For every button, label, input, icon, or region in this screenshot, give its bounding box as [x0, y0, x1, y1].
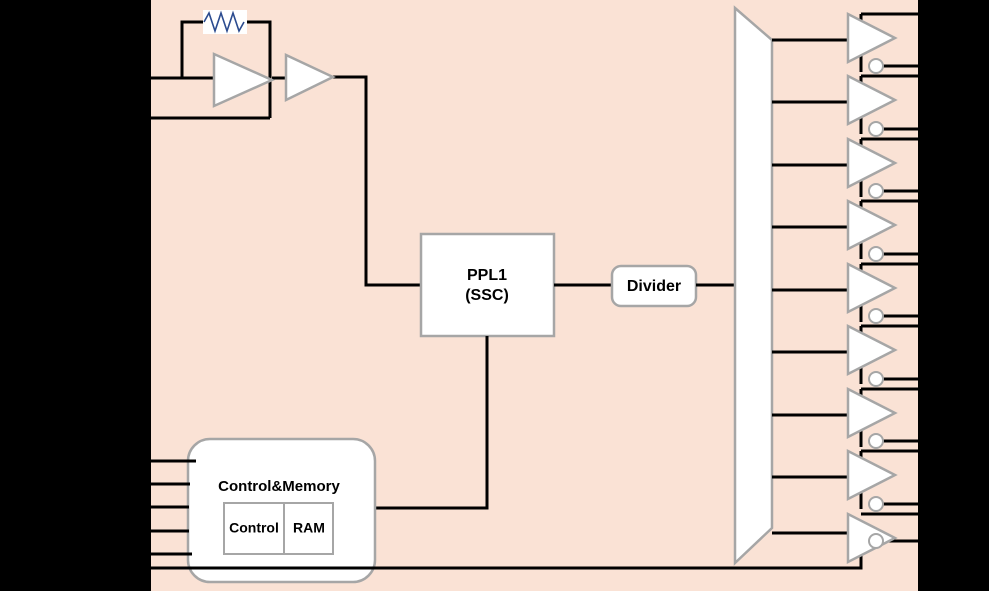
driver-5-triangle[interactable] [846, 261, 898, 315]
driver-8-triangle[interactable] [846, 448, 898, 502]
osc-to-pll-wire [333, 75, 421, 287]
feedback-resistor [203, 10, 247, 34]
control-sub-label: Control [229, 520, 279, 536]
output-driver-2[interactable] [846, 73, 920, 137]
driver-9-inverting-bubble [868, 533, 884, 549]
output-driver-3[interactable] [846, 136, 920, 199]
driver-2-inverting-bubble [868, 121, 884, 137]
driver-1-triangle[interactable] [846, 11, 898, 65]
pll-label-line1: PPL1 [467, 267, 507, 284]
pll-block[interactable]: PPL1 (SSC) [419, 232, 556, 338]
crystal-oscillator-inverter [212, 52, 276, 108]
pll-label-line2: (SSC) [465, 287, 509, 304]
control-memory-label: Control&Memory [218, 478, 340, 495]
ram-sub-block[interactable] [283, 502, 334, 555]
output-driver-5[interactable] [846, 261, 920, 324]
pll-control-wire [375, 336, 489, 510]
oscillator-wiring [180, 20, 421, 287]
resistor-zigzag-icon [203, 10, 245, 34]
driver-7-inverting-bubble [868, 433, 884, 449]
feedback-return-wire [247, 20, 272, 118]
control-memory-block[interactable]: Control&Memory Control RAM [186, 437, 377, 584]
feedback-top-wire [180, 20, 203, 78]
output-driver-6[interactable] [846, 323, 920, 387]
driver-6-inverting-bubble [868, 371, 884, 387]
driver-6-triangle[interactable] [846, 323, 898, 377]
output-driver-7[interactable] [846, 386, 920, 449]
ram-sub-label: RAM [293, 520, 325, 536]
driver-5-inverting-bubble [868, 308, 884, 324]
output-mux[interactable] [733, 5, 774, 566]
output-driver-4[interactable] [846, 198, 920, 262]
driver-1-inverting-bubble [868, 58, 884, 74]
driver-4-inverting-bubble [868, 246, 884, 262]
driver-2-triangle[interactable] [846, 73, 898, 127]
driver-8-inverting-bubble [868, 496, 884, 512]
pll-block-rect[interactable] [419, 232, 556, 338]
left-bottom-pins [151, 459, 196, 556]
driver-3-inverting-bubble [868, 183, 884, 199]
divider-block[interactable]: Divider [610, 264, 698, 308]
output-driver-8[interactable] [846, 448, 920, 512]
output-driver-1[interactable] [846, 11, 920, 74]
output-driver-9[interactable] [846, 511, 920, 565]
divider-label: Divider [627, 278, 681, 295]
driver-7-triangle[interactable] [846, 386, 898, 440]
driver-3-triangle[interactable] [846, 136, 898, 190]
driver-4-triangle[interactable] [846, 198, 898, 252]
buffer-amplifier [284, 53, 336, 103]
